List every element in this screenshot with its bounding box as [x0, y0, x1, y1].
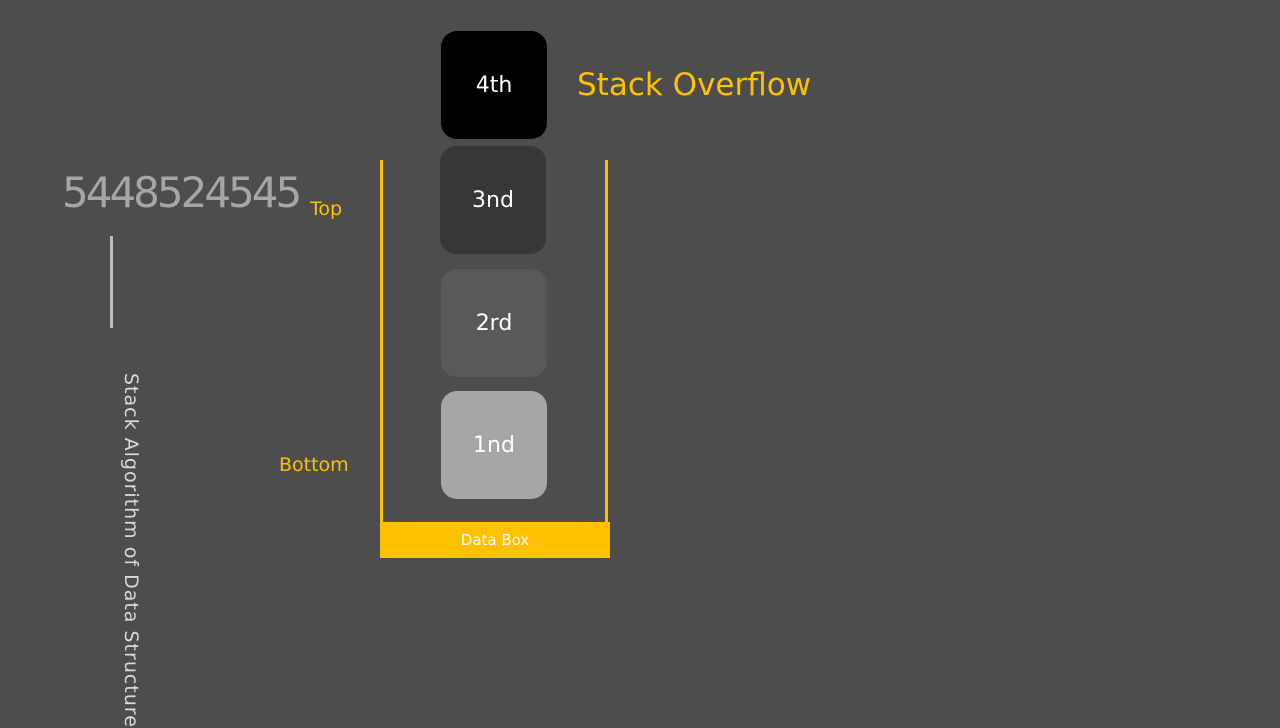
- divider-line: [110, 236, 113, 328]
- top-label: Top: [310, 198, 343, 220]
- id-number: 5448524545: [62, 168, 302, 217]
- slide-title: Stack Algorithm of Data Structure: [120, 373, 142, 728]
- data-box-base: Data Box: [380, 522, 610, 558]
- stack-block-3: 3nd: [440, 146, 546, 254]
- stack-block-2: 2rd: [441, 269, 547, 377]
- container-wall-right: [605, 160, 608, 526]
- stack-overflow-label: Stack Overflow: [577, 67, 812, 103]
- stack-block-4-overflow: 4th: [441, 31, 547, 139]
- bottom-label: Bottom: [279, 454, 349, 476]
- container-wall-left: [380, 160, 383, 526]
- stack-block-1: 1nd: [441, 391, 547, 499]
